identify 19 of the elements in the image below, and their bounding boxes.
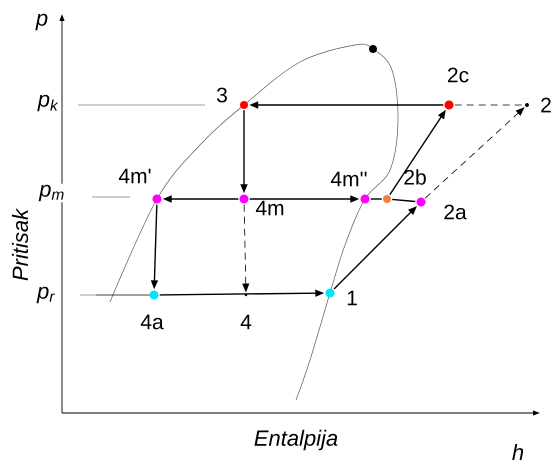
point-label: 4a — [139, 314, 165, 330]
pressure-label: p$_{r}$ — [36, 286, 56, 304]
axis-title: Entalpija — [252, 428, 340, 452]
axis-title: Pritisak — [10, 208, 30, 282]
point-label: 2a — [442, 204, 468, 220]
point-label: 2 — [539, 96, 553, 114]
pressure-label: p$_{k}$ — [36, 94, 60, 112]
axis-label: h — [510, 443, 526, 461]
point-label: 4m' — [117, 168, 153, 184]
point-label: 2c — [446, 66, 470, 84]
point-label: 4m — [254, 200, 286, 216]
axis-label: p — [34, 12, 50, 32]
point-label: 3 — [215, 86, 229, 104]
point-label: 2b — [402, 168, 428, 186]
state-point — [369, 45, 377, 53]
point-label: 1 — [345, 290, 359, 306]
point-label: 4 — [239, 314, 253, 330]
point-label: 4m'' — [329, 170, 369, 188]
pressure-label: p$_{m}$ — [38, 184, 66, 202]
